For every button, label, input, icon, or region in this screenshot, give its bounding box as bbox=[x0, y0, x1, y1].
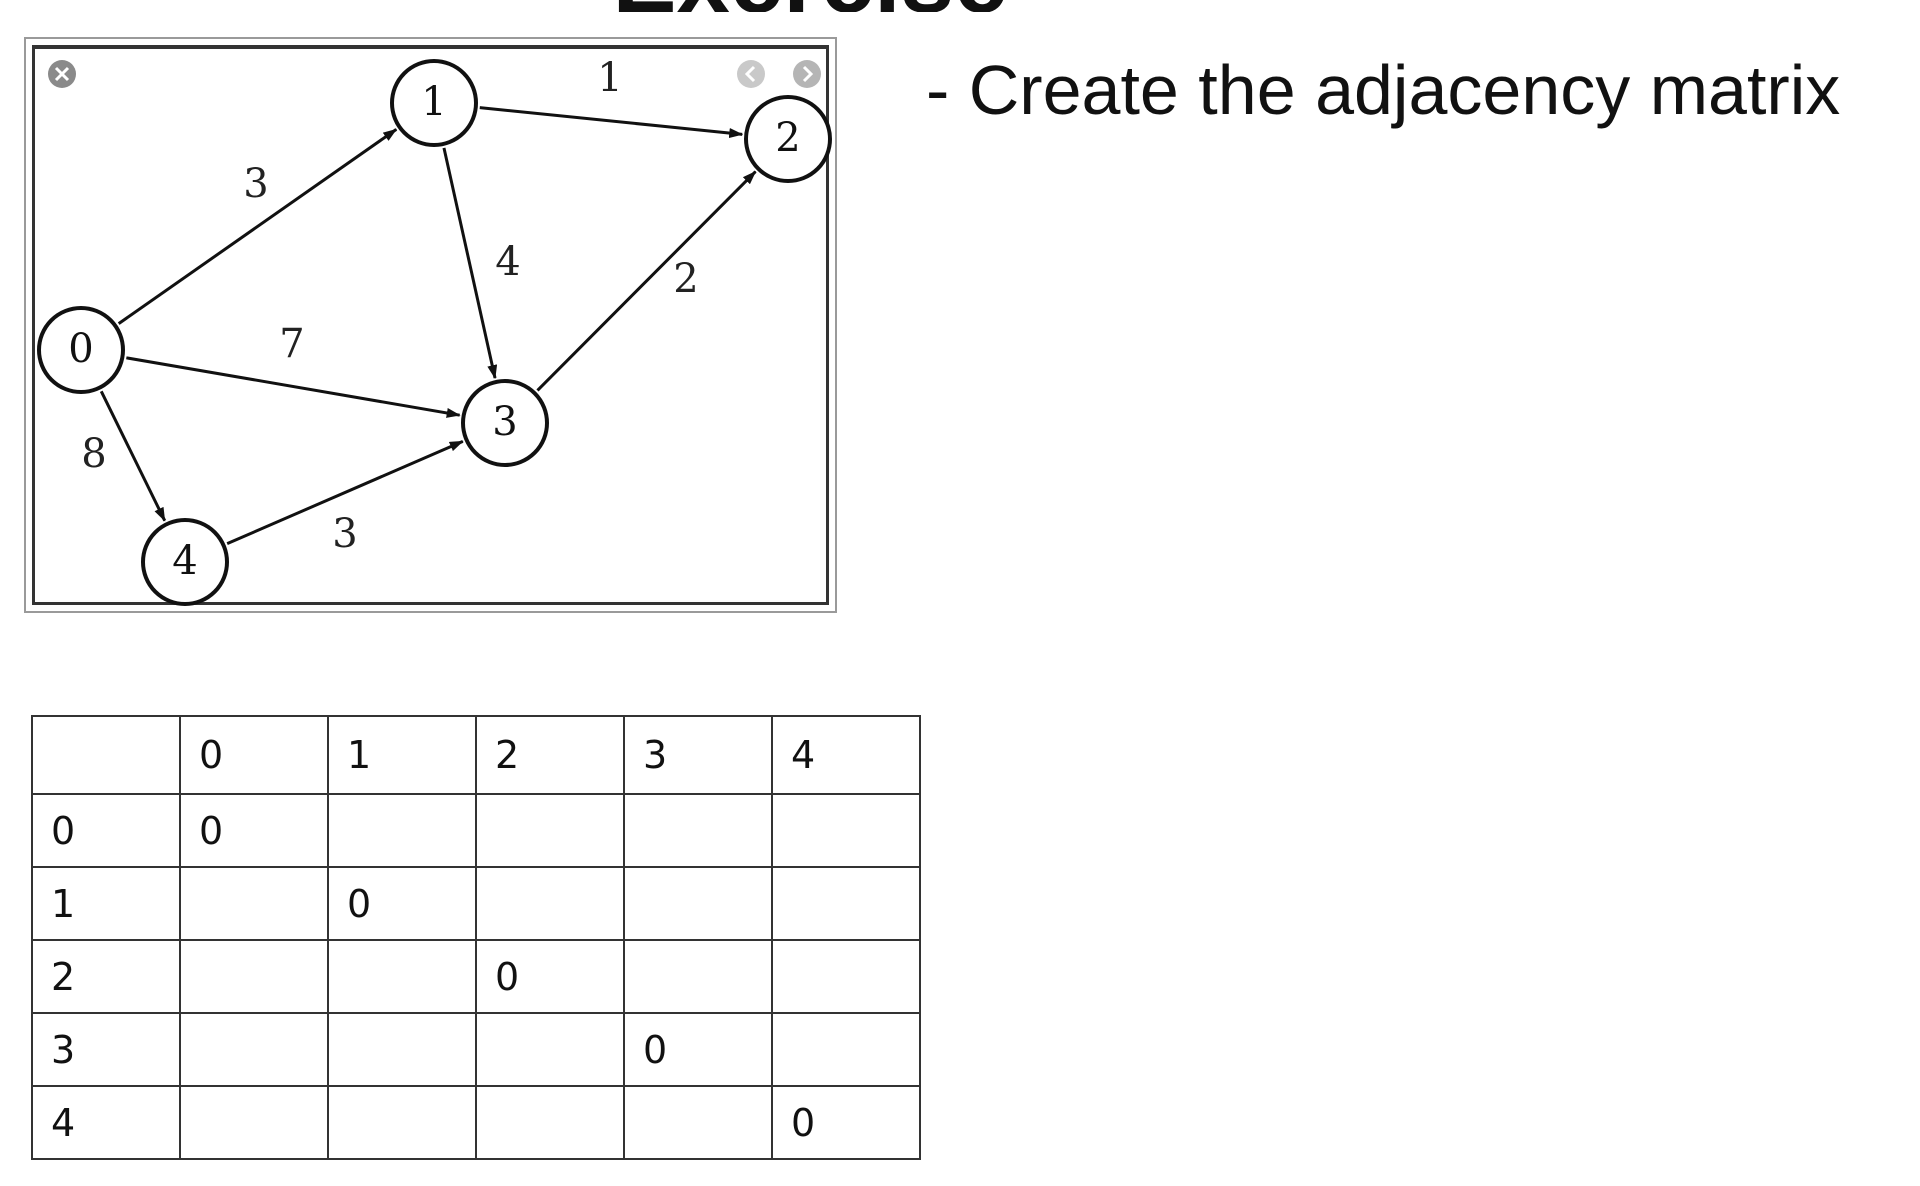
matrix-row: 0 0 bbox=[31, 793, 921, 868]
matrix-cell: 0 bbox=[179, 793, 329, 868]
edge-weight-label: 1 bbox=[597, 55, 622, 101]
edge-4-3 bbox=[226, 439, 464, 546]
matrix-cell bbox=[771, 866, 921, 941]
node-circle bbox=[141, 518, 229, 606]
node-circle bbox=[37, 306, 125, 394]
graph-node-2: 2 bbox=[744, 95, 832, 183]
matrix-cell bbox=[179, 866, 329, 941]
edge-0-4 bbox=[99, 390, 167, 522]
matrix-header-cell: 1 bbox=[327, 715, 477, 795]
matrix-cell: 0 bbox=[771, 1085, 921, 1160]
node-label: 1 bbox=[421, 79, 446, 125]
matrix-header-cell: 2 bbox=[475, 715, 625, 795]
matrix-cell bbox=[623, 1085, 773, 1160]
matrix-cell bbox=[771, 1012, 921, 1087]
edge-1-3 bbox=[442, 147, 498, 380]
matrix-cell bbox=[771, 939, 921, 1014]
exercise-instruction: - Create the adjacency matrix bbox=[926, 51, 1841, 129]
slide-title: Exercise bbox=[590, 0, 1030, 12]
node-circle bbox=[461, 379, 549, 467]
weighted-directed-graph: 3 1 4 2 7 8 3 0 1 2 3 4 bbox=[37, 55, 832, 606]
matrix-cell: 0 bbox=[475, 939, 625, 1014]
matrix-cell bbox=[475, 793, 625, 868]
matrix-cell bbox=[327, 793, 477, 868]
matrix-row-label: 3 bbox=[31, 1012, 181, 1087]
matrix-cell bbox=[179, 1012, 329, 1087]
edge-0-1 bbox=[117, 128, 398, 325]
matrix-cell bbox=[771, 793, 921, 868]
node-circle bbox=[390, 59, 478, 147]
node-label: 0 bbox=[68, 326, 93, 372]
matrix-cell: 0 bbox=[327, 866, 477, 941]
matrix-cell bbox=[475, 1012, 625, 1087]
matrix-cell bbox=[327, 1085, 477, 1160]
adjacency-matrix-table: 0 1 2 3 4 0 0 1 0 2 0 3 0 4 bbox=[31, 715, 921, 1160]
matrix-header-cell: 0 bbox=[179, 715, 329, 795]
matrix-cell: 0 bbox=[623, 1012, 773, 1087]
matrix-row-label: 4 bbox=[31, 1085, 181, 1160]
node-label: 2 bbox=[775, 115, 800, 161]
matrix-row-label: 1 bbox=[31, 866, 181, 941]
matrix-row: 1 0 bbox=[31, 866, 921, 941]
matrix-header-row: 0 1 2 3 4 bbox=[31, 715, 921, 795]
graph-node-3: 3 bbox=[461, 379, 549, 467]
matrix-header-cell: 3 bbox=[623, 715, 773, 795]
matrix-cell bbox=[327, 1012, 477, 1087]
edge-weight-label: 3 bbox=[243, 161, 268, 207]
edge-weight-label: 8 bbox=[81, 431, 106, 477]
matrix-cell bbox=[475, 866, 625, 941]
matrix-header-cell bbox=[31, 715, 181, 795]
matrix-row: 3 0 bbox=[31, 1012, 921, 1087]
graph-image-border bbox=[32, 45, 829, 605]
edge-weight-label: 2 bbox=[673, 256, 698, 302]
matrix-row: 4 0 bbox=[31, 1085, 921, 1160]
matrix-cell bbox=[179, 1085, 329, 1160]
matrix-cell bbox=[623, 866, 773, 941]
edge-weight-label: 7 bbox=[279, 321, 304, 367]
edge-weight-label: 4 bbox=[495, 239, 520, 285]
viewer-close-icon[interactable] bbox=[48, 60, 76, 88]
matrix-row: 2 0 bbox=[31, 939, 921, 1014]
graph-node-0: 0 bbox=[37, 306, 125, 394]
graph-node-1: 1 bbox=[390, 59, 478, 147]
edge-weight-label: 3 bbox=[332, 511, 357, 557]
matrix-row-label: 2 bbox=[31, 939, 181, 1014]
matrix-cell bbox=[179, 939, 329, 1014]
edge-0-3 bbox=[126, 356, 461, 418]
matrix-cell bbox=[623, 939, 773, 1014]
node-circle bbox=[744, 95, 832, 183]
matrix-cell bbox=[475, 1085, 625, 1160]
graph-node-4: 4 bbox=[141, 518, 229, 606]
viewer-next-icon[interactable] bbox=[793, 60, 821, 88]
matrix-row-label: 0 bbox=[31, 793, 181, 868]
node-label: 3 bbox=[492, 399, 517, 445]
matrix-cell bbox=[623, 793, 773, 868]
matrix-cell bbox=[327, 939, 477, 1014]
viewer-previous-icon[interactable] bbox=[737, 60, 765, 88]
edge-3-2 bbox=[536, 170, 757, 392]
edge-1-2 bbox=[479, 106, 744, 139]
node-label: 4 bbox=[172, 538, 197, 584]
matrix-header-cell: 4 bbox=[771, 715, 921, 795]
